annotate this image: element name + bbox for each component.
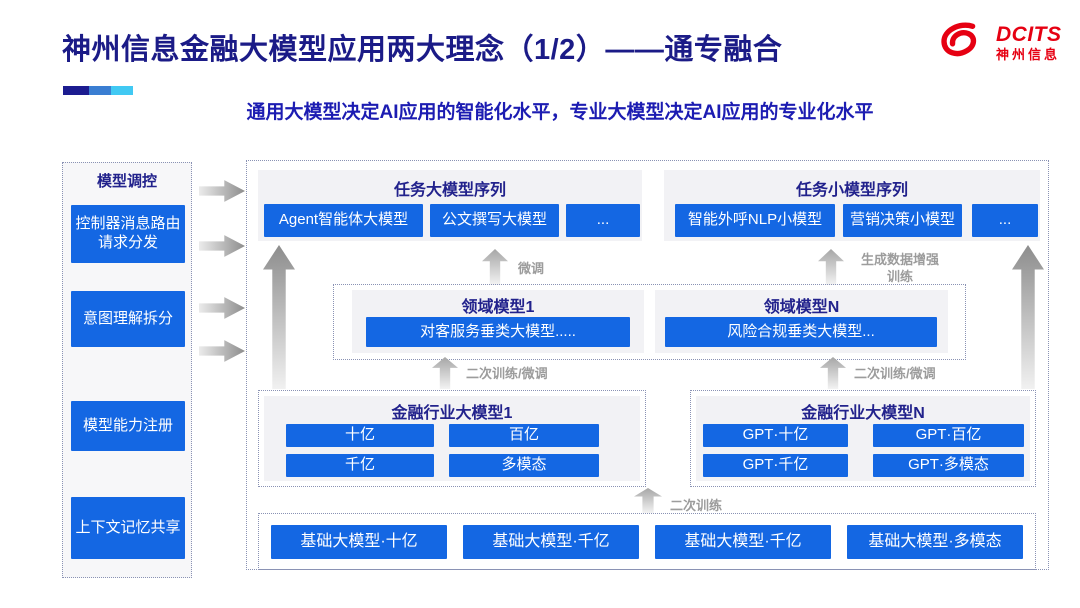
industry-model-1-title: 金融行业大模型1 <box>391 405 513 422</box>
task-large-title: 任务大模型序列 <box>393 182 506 199</box>
retrain-finetune-left-label: 二次训练/微调 <box>466 366 548 381</box>
node-risk-compliance-vertical-model: 风险合规垂类大模型... <box>665 317 937 347</box>
industry-model-1-panel: 金融行业大模型1 十亿 百亿 千亿 多模态 <box>264 396 640 481</box>
node-base-model-multimodal: 基础大模型·多模态 <box>847 524 1023 559</box>
node-gpt-trillion: GPT·千亿 <box>703 454 848 477</box>
logo-text: DCITS 神州信息 <box>996 24 1062 61</box>
subtitle: 通用大模型决定AI应用的智能化水平，专业大模型决定AI应用的专业化水平 <box>246 102 874 123</box>
sidebar-item-capability-register: 模型能力注册 <box>71 401 185 451</box>
node-more-small-models: ... <box>972 204 1038 237</box>
page-title: 神州信息金融大模型应用两大理念（1/2）——通专融合 <box>62 34 783 66</box>
node-multimodal: 多模态 <box>449 454 599 477</box>
finetune-label: 微调 <box>518 261 545 276</box>
node-customer-service-vertical-model: 对客服务垂类大模型..... <box>366 317 630 347</box>
right-arrow-icon <box>199 297 245 319</box>
node-gpt-multimodal: GPT·多模态 <box>873 454 1024 477</box>
task-small-title: 任务小模型序列 <box>795 182 908 199</box>
sidebar-title: 模型调控 <box>96 173 157 190</box>
domain-model-n-title: 领域模型N <box>763 299 840 316</box>
node-base-model-ten-billion: 基础大模型·十亿 <box>271 524 447 559</box>
industry-model-n-panel: 金融行业大模型N GPT·十亿 GPT·百亿 GPT·千亿 GPT·多模态 <box>696 396 1030 481</box>
right-arrow-icon <box>199 180 245 202</box>
node-gpt-hundred-billion: GPT·百亿 <box>873 424 1024 447</box>
accent-bar-segment <box>111 86 133 95</box>
industry-model-1-group: 金融行业大模型1 十亿 百亿 千亿 多模态 <box>258 390 646 487</box>
node-hundred-billion: 百亿 <box>449 424 599 447</box>
model-control-group: 模型调控 控制器消息路由请求分发 意图理解拆分 模型能力注册 上下文记忆共享 <box>62 162 192 578</box>
domain-model-1-title: 领域模型1 <box>461 299 535 316</box>
swirl-logo-icon <box>941 22 977 57</box>
title-accent-bar <box>63 86 133 104</box>
right-arrow-icon <box>199 235 245 257</box>
node-trillion: 千亿 <box>286 454 434 477</box>
node-base-model-trillion-1: 基础大模型·千亿 <box>463 524 639 559</box>
node-marketing-decision-small-model: 营销决策小模型 <box>843 204 962 237</box>
domain-model-1-panel: 领域模型1 对客服务垂类大模型..... <box>352 290 644 353</box>
node-more-large-models: ... <box>566 204 640 237</box>
augmented-training-label: 生成数据增强 训练 <box>850 252 950 286</box>
company-logo: DCITS 神州信息 <box>938 20 1062 64</box>
node-gpt-ten-billion: GPT·十亿 <box>703 424 848 447</box>
task-large-model-panel: 任务大模型序列 Agent智能体大模型 公文撰写大模型 ... <box>258 170 642 241</box>
right-arrow-icon <box>199 340 245 362</box>
task-small-model-panel: 任务小模型序列 智能外呼NLP小模型 营销决策小模型 ... <box>664 170 1040 241</box>
domain-model-group <box>333 284 966 360</box>
logo-brand: DCITS <box>996 22 1062 46</box>
node-base-model-trillion-2: 基础大模型·千亿 <box>655 524 831 559</box>
augmented-training-line1: 生成数据增强 <box>860 252 939 267</box>
logo-brand-cn: 神州信息 <box>996 46 1061 62</box>
augmented-training-line2: 训练 <box>886 268 913 284</box>
sidebar-item-context-memory: 上下文记忆共享 <box>71 497 185 559</box>
accent-bar-segment <box>63 86 89 95</box>
retrain-label: 二次训练 <box>670 498 723 513</box>
domain-model-n-panel: 领域模型N 风险合规垂类大模型... <box>655 290 948 353</box>
node-agent-large-model: Agent智能体大模型 <box>264 204 423 237</box>
sidebar-item-intent-split: 意图理解拆分 <box>71 291 185 347</box>
industry-model-n-title: 金融行业大模型N <box>801 405 925 422</box>
retrain-finetune-right-label: 二次训练/微调 <box>854 366 936 381</box>
accent-bar-segment <box>89 86 111 95</box>
base-model-group: 基础大模型·十亿 基础大模型·千亿 基础大模型·千亿 基础大模型·多模态 <box>258 513 1036 570</box>
sidebar-item-controller-routing: 控制器消息路由请求分发 <box>71 205 185 263</box>
node-ten-billion: 十亿 <box>286 424 434 447</box>
node-outbound-nlp-small-model: 智能外呼NLP小模型 <box>675 204 835 237</box>
node-doc-writing-large-model: 公文撰写大模型 <box>430 204 559 237</box>
industry-model-n-group: 金融行业大模型N GPT·十亿 GPT·百亿 GPT·千亿 GPT·多模态 <box>690 390 1036 487</box>
